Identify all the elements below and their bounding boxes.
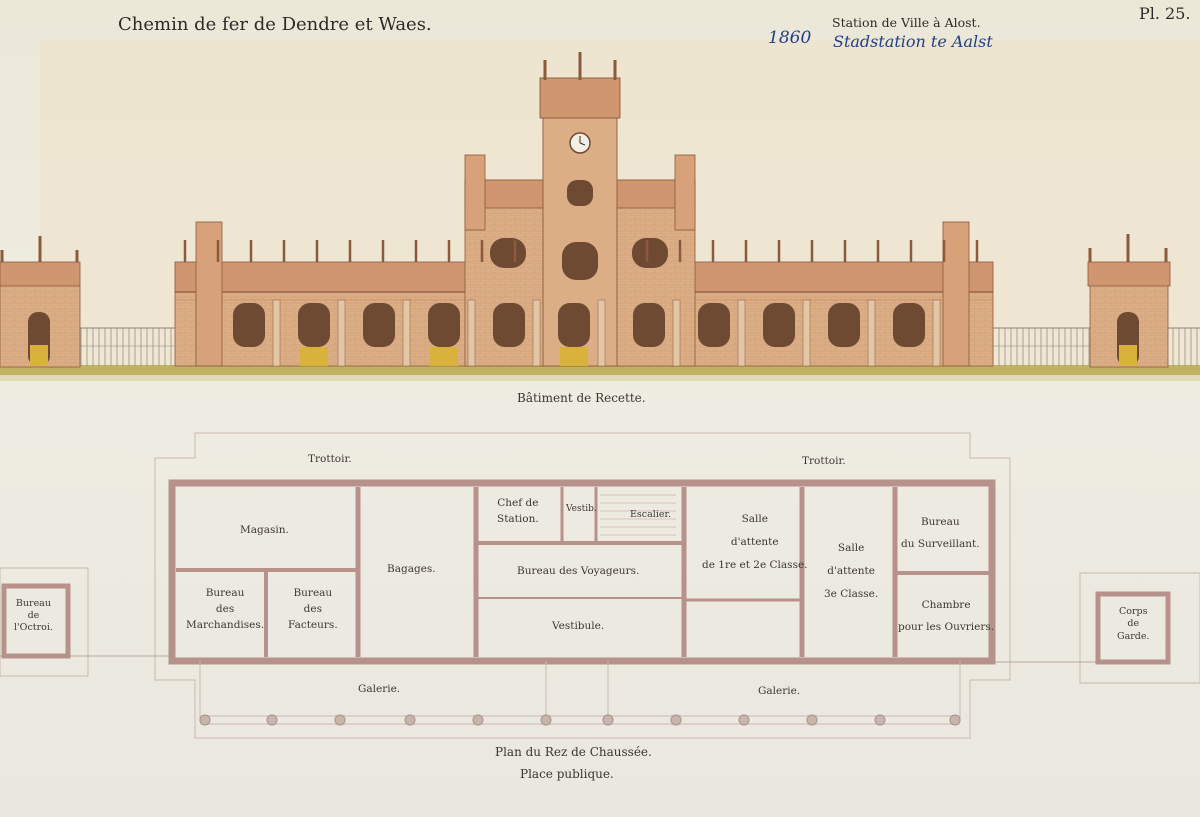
- gallery-column: [404, 714, 416, 726]
- gallery-column: [199, 714, 211, 726]
- left-pavilion: [0, 236, 81, 368]
- arcade-window: [233, 303, 265, 347]
- arcade-pillar: [802, 299, 811, 367]
- elevation-drawing: [0, 52, 1200, 381]
- arcade-door: [430, 347, 458, 366]
- ground-strip: [0, 365, 1200, 375]
- gallery-column: [540, 714, 552, 726]
- arcade-pillar: [737, 299, 746, 367]
- arcade-window: [363, 303, 395, 347]
- right-pavilion: [1087, 234, 1171, 368]
- ground-floor-plan: [0, 432, 1200, 739]
- gallery-column: [266, 714, 278, 726]
- arcade-window: [428, 303, 460, 347]
- galerie-right-label: Galerie.: [758, 685, 801, 697]
- gallery-column: [334, 714, 346, 726]
- garde-plan: [1095, 591, 1171, 665]
- building-walls: [168, 479, 996, 665]
- room-bagages: Bagages.: [387, 563, 436, 575]
- room-vestibule: Vestibule.: [552, 620, 605, 632]
- arcade-door: [560, 347, 588, 366]
- gallery-column: [874, 714, 886, 726]
- handwritten-note: Stadstation te Aalst: [833, 32, 993, 51]
- trottoir-left-label: Trottoir.: [308, 453, 352, 465]
- station-name: Station de Ville à Alost.: [832, 15, 981, 30]
- room-escalier: Escalier.: [630, 509, 672, 520]
- site-outline: [154, 432, 1011, 739]
- sheet-title: Chemin de fer de Dendre et Waes.: [118, 14, 432, 35]
- elevation-caption: Bâtiment de Recette.: [517, 391, 646, 405]
- gallery-column: [949, 714, 961, 726]
- handwritten-year: 1860: [768, 28, 812, 48]
- arcade-pillar: [337, 299, 346, 367]
- gallery-column: [602, 714, 614, 726]
- arcade-window: [558, 303, 590, 347]
- arcade-pillar: [272, 299, 281, 367]
- arcade-pillar: [532, 299, 541, 367]
- fence-right: [992, 328, 1090, 366]
- galerie-left-label: Galerie.: [358, 683, 401, 695]
- gallery-column: [670, 714, 682, 726]
- arcade-door: [300, 347, 328, 366]
- arcade-pillar: [867, 299, 876, 367]
- arcade-window: [633, 303, 665, 347]
- arcade-window: [493, 303, 525, 347]
- gallery-column: [472, 714, 484, 726]
- arcade-window: [698, 303, 730, 347]
- trottoir-right-label: Trottoir.: [802, 455, 846, 467]
- room-vestib: Vestib.: [566, 504, 597, 514]
- plate-number: Pl. 25.: [1139, 4, 1191, 23]
- arcade-pillar: [672, 299, 681, 367]
- arcade-pillar: [467, 299, 476, 367]
- wing-tower-right: [942, 221, 970, 367]
- fence-left: [80, 328, 175, 366]
- arcade-window: [893, 303, 925, 347]
- room-magasin: Magasin.: [240, 524, 289, 536]
- gallery-column: [738, 714, 750, 726]
- gallery-column: [806, 714, 818, 726]
- arcade-window: [298, 303, 330, 347]
- arcade-window: [828, 303, 860, 347]
- room-bureau-voyageurs: Bureau des Voyageurs.: [517, 565, 640, 577]
- plan-caption: Plan du Rez de Chaussée.: [495, 745, 652, 759]
- plan-subcaption: Place publique.: [520, 767, 614, 781]
- arcade-pillar: [597, 299, 606, 367]
- arcade-window: [763, 303, 795, 347]
- arcade-pillar: [932, 299, 941, 367]
- arcade-pillar: [402, 299, 411, 367]
